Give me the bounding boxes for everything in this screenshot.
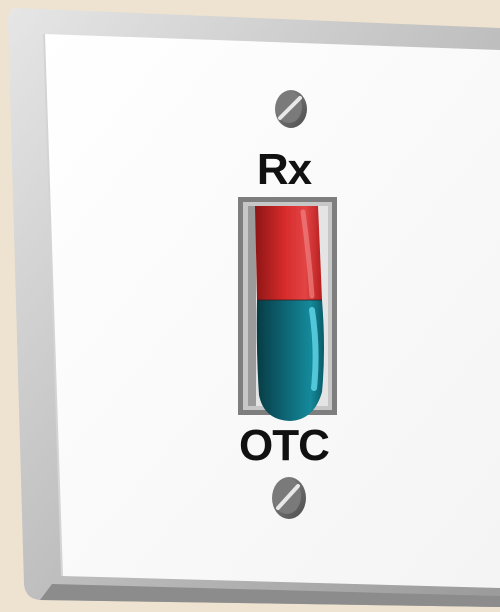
wall-plate-shadow (40, 584, 500, 607)
rx-label: Rx (256, 145, 312, 194)
otc-label: OTC (239, 421, 330, 470)
top-screw-icon (275, 90, 307, 128)
bottom-screw-icon (272, 477, 306, 519)
pill-toggle[interactable] (255, 206, 324, 421)
